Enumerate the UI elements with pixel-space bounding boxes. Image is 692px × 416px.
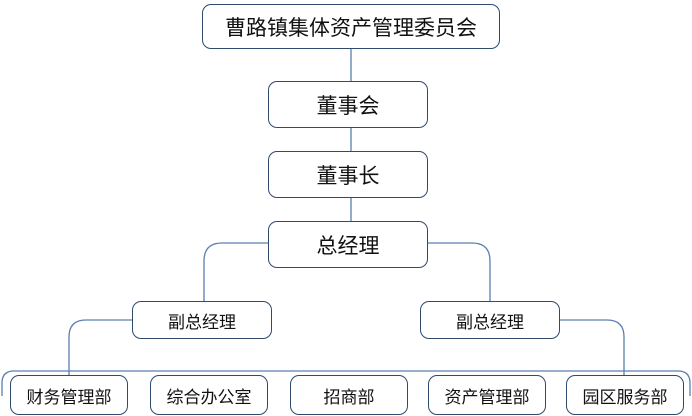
node-deputy-general-manager-right: 副总经理 [420,301,560,339]
node-dept-investment-promotion: 招商部 [290,375,408,415]
node-dept-park-services: 园区服务部 [566,375,684,415]
node-dept-general-office: 综合办公室 [150,375,268,415]
node-board-of-directors: 董事会 [268,81,428,128]
node-deputy-general-manager-left: 副总经理 [132,301,272,339]
connector-deputy-left-to-dept-1 [68,319,132,375]
connector-gm-to-deputy-right [428,242,491,301]
node-chairman: 董事长 [268,151,428,198]
connector-deputy-right-to-dept-5 [560,319,625,375]
connector-department-bus [1,370,691,396]
node-dept-finance: 财务管理部 [10,375,128,415]
node-asset-management-committee: 曹路镇集体资产管理委员会 [202,4,500,49]
node-general-manager: 总经理 [268,221,428,268]
connector-gm-to-deputy-left [203,242,268,301]
node-dept-asset-management: 资产管理部 [428,375,546,415]
